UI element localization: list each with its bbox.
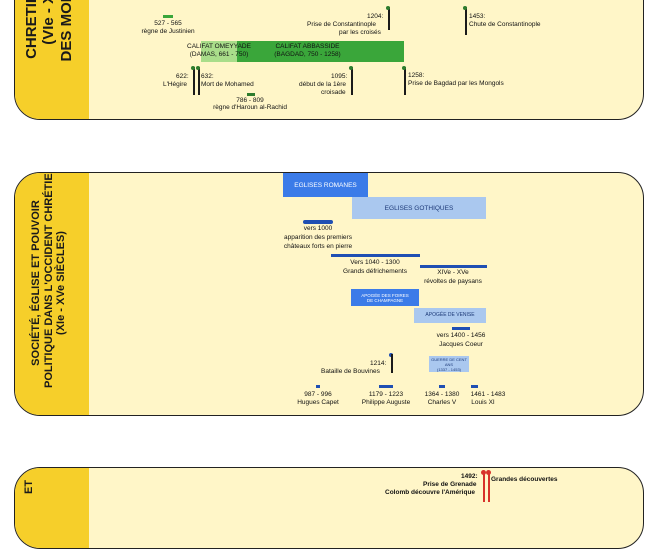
coeur-label: Jacques Coeur <box>439 341 483 348</box>
croisade-date: 1095: <box>331 73 348 80</box>
croisade-dot <box>349 66 353 70</box>
chute-dot <box>463 6 467 10</box>
haroun-label: règne d'Haroun al-Rachid <box>213 104 287 111</box>
abbasside-label: CALIFAT ABBASSIDE (BAGDAD, 750 - 1258) <box>274 43 341 58</box>
justinien-label: règne de Justinien <box>141 28 195 35</box>
louis-dates: 1461 - 1483 <box>470 391 506 398</box>
capet-label: Hugues Capet <box>297 399 339 406</box>
justinien-dates: 527 - 565 <box>154 20 182 27</box>
mohamed-dot <box>196 66 200 70</box>
panel1-sideband <box>15 0 89 119</box>
mohamed-label: Mort de Mohamed <box>201 81 254 88</box>
hegire-label: L'Hégire <box>163 81 188 88</box>
croisade-label2: croisade <box>321 89 346 96</box>
panel1-title: CHRETIENTÉ (VIe - XIIe DES MONDES <box>23 0 75 62</box>
mohamed-date: 632: <box>201 73 214 80</box>
decouvertes-label: Grandes découvertes <box>491 476 558 483</box>
panel-grandes-decouvertes: ET 1492: Prise de Grenade Colomb découvr… <box>14 467 644 549</box>
omeyyade-label: CALIFAT OMEYYADE (DAMAS, 661 - 750) <box>187 43 251 58</box>
grenade-label: Prise de Grenade <box>423 481 477 488</box>
capet-dates: 987 - 996 <box>304 391 332 398</box>
revoltes-bar <box>420 265 487 268</box>
haroun-bar <box>247 93 255 96</box>
panel2-title: SOCIÉTÉ, ÉGLISE ET POUVOIR POLITIQUE DAN… <box>30 172 68 388</box>
bouvines-pin <box>391 354 393 373</box>
eglises-romanes: EGLISES ROMANES <box>283 173 368 197</box>
justinien-bar <box>163 15 173 18</box>
colomb-label: Colomb découvre l'Amérique <box>385 489 476 496</box>
charles-bar <box>439 385 445 388</box>
chute-label: Chute de Constantinople <box>469 21 541 28</box>
charles-label: Charles V <box>427 399 457 406</box>
auguste-bar <box>379 385 393 388</box>
bouvines-date: 1214: <box>370 360 387 367</box>
guerre-cent-ans: GUERRE DE CENT ANS (1337 - 1453) <box>429 356 469 372</box>
chateaux-label1: apparition des premiers <box>284 234 352 241</box>
revoltes-date: XIVe - XVe <box>437 269 469 276</box>
constantinople-dot <box>386 6 390 10</box>
panel2-sideband <box>15 173 89 415</box>
bagdad-dot <box>402 66 406 70</box>
chateaux-date: vers 1000 <box>303 225 333 232</box>
constantinople-date: 1204: <box>367 13 384 20</box>
chute-date: 1453: <box>469 13 486 20</box>
auguste-dates: 1179 - 1223 <box>368 391 404 398</box>
abbasside-bar <box>237 41 404 62</box>
bagdad-label: Prise de Bagdad par les Mongols <box>408 80 504 87</box>
constantinople-label1: Prise de Constantinople <box>307 21 377 28</box>
constantinople-label2: par les croisés <box>339 29 381 36</box>
bouvines-label: Bataille de Bouvines <box>321 368 380 375</box>
defrichements-date: Vers 1040 - 1300 <box>350 259 400 266</box>
eglises-gothiques: EGLISES GOTHIQUES <box>352 197 486 219</box>
revoltes-label: révoltes de paysans <box>424 278 482 285</box>
croisade-pin <box>351 67 353 95</box>
decouvertes-pin <box>488 472 490 502</box>
date-1492: 1492: <box>461 473 478 480</box>
defrichements-bar <box>331 254 420 257</box>
bagdad-date: 1258: <box>408 72 425 79</box>
charles-dates: 1364 - 1380 <box>424 391 460 398</box>
panel3-title: ET <box>23 479 35 495</box>
omeyyade-bar <box>201 41 237 62</box>
hegire-date: 622: <box>176 73 189 80</box>
apogee-venise: APOGÉE DE VENISE <box>414 308 486 323</box>
panel-chretiente: CHRETIENTÉ (VIe - XIIe DES MONDES 527 - … <box>14 0 644 120</box>
chateaux-label2: châteaux forts en pierre <box>283 243 353 250</box>
croisade-label1: début de la 1ère <box>299 81 346 88</box>
chute-pin <box>465 7 467 35</box>
defrichements-label: Grands défrichements <box>343 268 407 275</box>
capet-bar <box>316 385 320 388</box>
chateaux-bar <box>303 220 333 224</box>
hegire-pin <box>193 67 195 95</box>
hegire-dot <box>191 66 195 70</box>
auguste-label: Philippe Auguste <box>361 399 411 406</box>
louis-label: Louis XI <box>471 399 495 406</box>
coeur-date: vers 1400 - 1456 <box>436 332 486 339</box>
constantinople-pin <box>388 7 390 30</box>
bagdad-pin <box>404 67 406 95</box>
haroun-dates: 786 - 809 <box>236 97 264 104</box>
panel-societe-eglise: SOCIÉTÉ, ÉGLISE ET POUVOIR POLITIQUE DAN… <box>14 172 644 416</box>
coeur-bar <box>452 327 470 330</box>
mohamed-pin <box>198 67 200 95</box>
louis-bar <box>471 385 478 388</box>
foires-champagne: APOGÉE DES FOIRES DE CHAMPAGNE <box>351 289 419 306</box>
date-1492-pin <box>483 472 485 502</box>
